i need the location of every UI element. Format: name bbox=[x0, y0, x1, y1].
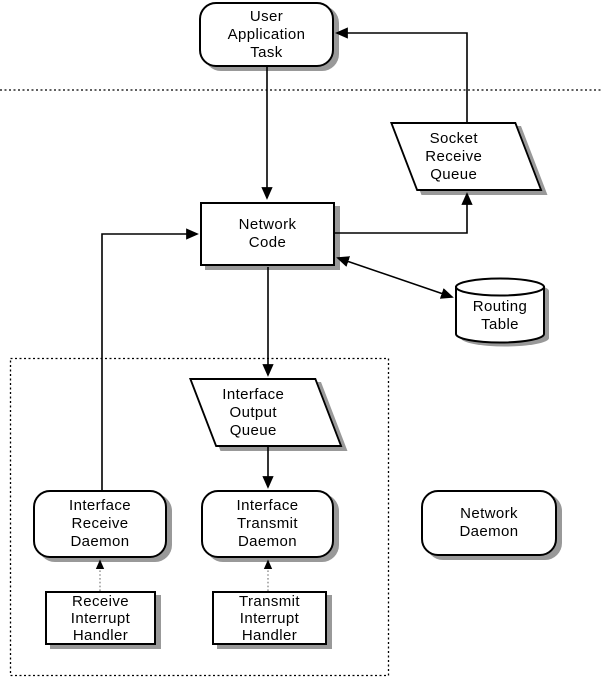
node-label-line: Queue bbox=[430, 165, 478, 183]
node-label-line: Queue bbox=[229, 421, 277, 439]
node-label-line: Receive bbox=[425, 147, 483, 165]
edge-socket-queue-to-user-app bbox=[335, 27, 468, 122]
node-label-line: Receive bbox=[71, 515, 129, 532]
driver-layer-boundary-rect bbox=[9, 357, 390, 677]
node-label-line: Table bbox=[481, 316, 519, 333]
node-label-line: Daemon bbox=[70, 533, 130, 550]
edge-receive-daemon-to-network-code bbox=[101, 228, 199, 490]
node-label-line: Daemon bbox=[237, 533, 298, 550]
node-label-line: Routing bbox=[472, 298, 528, 315]
node-label-line: Interface bbox=[222, 385, 285, 403]
node-label-line: Code bbox=[248, 234, 287, 251]
node-label-line: Handler bbox=[72, 626, 129, 644]
node-label-line: Task bbox=[250, 43, 283, 61]
node-interface-receive-daemon: Interface Receive Daemon bbox=[33, 490, 167, 558]
node-label-line: Network bbox=[460, 505, 518, 522]
node-label-line: Interface bbox=[69, 497, 131, 514]
node-interface-transmit-daemon: Interface Transmit Daemon bbox=[201, 490, 334, 558]
node-network-code: Network Code bbox=[200, 202, 335, 266]
node-label-line: Application bbox=[227, 25, 306, 43]
node-label-line: Socket bbox=[429, 129, 478, 147]
node-label-line: Interrupt bbox=[70, 609, 131, 627]
node-routing-table-label: Routing Table bbox=[456, 296, 544, 336]
node-label-line: Receive bbox=[72, 592, 129, 610]
node-network-daemon: Network Daemon bbox=[421, 490, 557, 556]
node-receive-interrupt-handler: Receive Interrupt Handler bbox=[45, 591, 156, 645]
node-label-line: Transmit bbox=[239, 592, 300, 610]
node-interface-output-queue: Interface Output Queue bbox=[189, 378, 343, 447]
node-socket-receive-queue: Socket Receive Queue bbox=[390, 122, 543, 191]
node-label-line: Interface bbox=[236, 497, 299, 514]
node-label-line: Interrupt bbox=[239, 609, 300, 627]
edge-network-code-to-socket-queue bbox=[334, 192, 473, 234]
node-label-line: Daemon bbox=[459, 523, 519, 540]
node-label-line: Output bbox=[229, 403, 277, 421]
node-label-line: User bbox=[249, 7, 284, 25]
node-label-line: Transmit bbox=[237, 515, 298, 532]
edge-network-code-routing-table-bidirectional bbox=[336, 256, 454, 299]
node-label-line: Network bbox=[238, 216, 297, 233]
node-label-line: Handler bbox=[241, 626, 298, 644]
node-transmit-interrupt-handler: Transmit Interrupt Handler bbox=[212, 591, 327, 645]
node-user-application-task: User Application Task bbox=[199, 2, 334, 67]
routing-table-cylinder bbox=[455, 277, 545, 344]
